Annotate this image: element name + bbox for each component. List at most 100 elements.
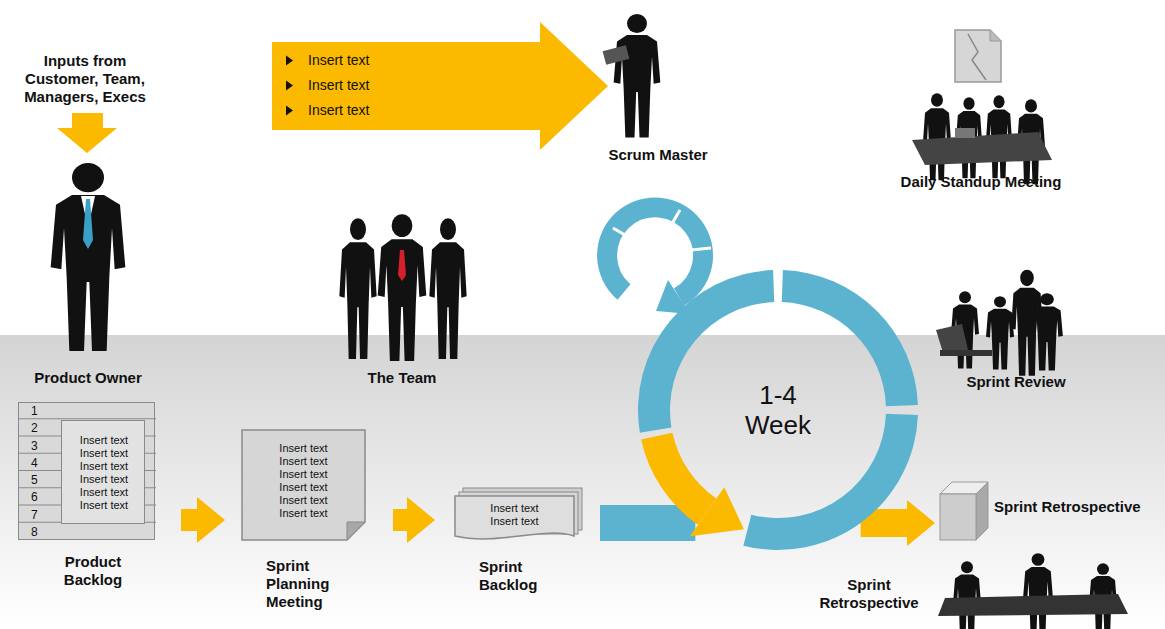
text-block: Insert textInsert textInsert text	[308, 48, 528, 123]
text-block: 1-4 Week	[733, 270, 823, 550]
figure-label: Scrum Master	[588, 146, 728, 164]
cycle-ring	[638, 270, 918, 550]
row-number: 1	[19, 403, 38, 420]
text-arrow: Insert textInsert textInsert text	[272, 22, 608, 150]
figure-label: Product Owner	[18, 369, 158, 387]
item-text: Insert text	[80, 486, 128, 499]
item-text: Insert text	[80, 499, 128, 512]
standup-figure-part	[955, 30, 1001, 82]
standup-figure-part	[923, 93, 951, 180]
text-block: Insert textInsert textInsert textInsert …	[62, 421, 146, 525]
row-number: 8	[19, 524, 38, 541]
bullet-mark	[286, 81, 293, 91]
team-figure	[339, 214, 466, 361]
scrum-master-figure-part	[603, 45, 630, 65]
bullet-mark	[286, 56, 293, 66]
item-text: Insert text	[80, 434, 128, 447]
figure-label: Sprint Review	[936, 373, 1096, 391]
product-owner-figure-part	[51, 163, 126, 351]
text-block: Insert textInsert text	[455, 498, 574, 528]
front-page	[455, 496, 574, 539]
scrum-master-figure-part	[614, 14, 661, 138]
item-text: Insert text	[279, 507, 327, 520]
ring-segment	[641, 433, 716, 525]
text-block: 12345678	[19, 403, 61, 541]
document-shape	[242, 430, 365, 540]
sprint-retrospective-figure-part	[953, 561, 981, 629]
item-text: Insert text	[80, 473, 128, 486]
small-cycle-arrow-part	[691, 248, 711, 250]
retrospective-cube-outline	[940, 482, 988, 540]
flow-arrow	[393, 509, 407, 531]
figure-label: Sprint Retrospective	[810, 576, 928, 612]
flow-arrow	[181, 509, 197, 531]
figure-label: The Team	[332, 369, 472, 387]
figure-label: Daily Standup Meeting	[891, 173, 1071, 191]
sprint-review-figure	[936, 270, 1063, 376]
standup-figure-part	[968, 34, 986, 80]
item-text: Insert text	[279, 481, 327, 494]
cube-side	[976, 482, 988, 540]
standup-figure-part	[990, 30, 1001, 41]
backlog-items: Insert textInsert textInsert textInsert …	[61, 420, 145, 524]
standup-figure-part	[955, 128, 975, 138]
item-text: Insert text	[279, 494, 327, 507]
item-text: Insert text	[308, 48, 369, 73]
item-text: Insert text	[490, 515, 538, 528]
row-number: 6	[19, 489, 38, 506]
ring-segment	[782, 270, 918, 406]
item-text: Insert text	[80, 460, 128, 473]
row-number: 5	[19, 472, 38, 489]
row-line	[19, 418, 156, 419]
item-text: Insert text	[279, 468, 327, 481]
sprint-review-figure-part	[986, 296, 1014, 369]
input-arrow	[57, 113, 117, 153]
small-cycle-arrow-part	[607, 207, 703, 297]
item-text: Insert text	[308, 98, 369, 123]
cycle-label: 1-4 Week	[733, 380, 823, 440]
node-caption: Sprint Planning Meeting	[266, 557, 358, 611]
sprint-retrospective-figure	[938, 553, 1128, 629]
product-owner-figure	[51, 163, 126, 351]
team-figure-part	[378, 214, 427, 361]
arrow-shape	[272, 22, 608, 150]
small-cycle-arrow-part	[613, 228, 630, 238]
scrum-master-figure	[603, 14, 661, 138]
row-number: 7	[19, 507, 38, 524]
backlog-table: Insert textInsert textInsert textInsert …	[18, 402, 155, 540]
standup-figure	[912, 30, 1052, 184]
input-arrow-part	[57, 113, 117, 153]
team-figure-part	[398, 250, 406, 281]
item-text: Insert text	[490, 502, 538, 515]
node-caption: Sprint Retrospective	[994, 498, 1141, 516]
standup-figure-part	[912, 132, 1052, 165]
planning-document: Insert textInsert textInsert textInsert …	[242, 430, 365, 540]
item-text: Insert text	[279, 442, 327, 455]
figure-label: Inputs from Customer, Team, Managers, Ex…	[10, 52, 160, 106]
team-figure-part	[339, 218, 376, 359]
node-caption: Product Backlog	[43, 553, 143, 589]
text-block: Insert textInsert textInsert textInsert …	[242, 436, 365, 520]
page-fold	[347, 522, 365, 540]
cube-front	[940, 494, 976, 540]
floor-band	[0, 335, 1165, 629]
row-number: 4	[19, 455, 38, 472]
sprint-review-figure-part	[1031, 293, 1063, 370]
retrospective-cube: Sprint Retrospective	[940, 482, 988, 540]
row-number: 3	[19, 438, 38, 455]
row-number: 2	[19, 420, 38, 437]
item-text: Insert text	[279, 455, 327, 468]
team-figure-part	[429, 218, 466, 359]
item-text: Insert text	[308, 73, 369, 98]
item-text: Insert text	[80, 447, 128, 460]
sprint-retrospective-figure-part	[1023, 553, 1053, 629]
node-caption: Sprint Backlog	[479, 558, 561, 594]
small-cycle-arrow-part	[670, 210, 680, 227]
bullet-mark	[286, 106, 293, 116]
ring-segment	[638, 270, 774, 433]
ring-arrowhead	[690, 487, 744, 536]
sprint-retrospective-figure-part	[938, 594, 1128, 616]
sprint-backlog-stack: Insert textInsert textSprint Backlog	[455, 488, 582, 540]
sprint-cycle: 1-4 Week	[638, 270, 918, 550]
